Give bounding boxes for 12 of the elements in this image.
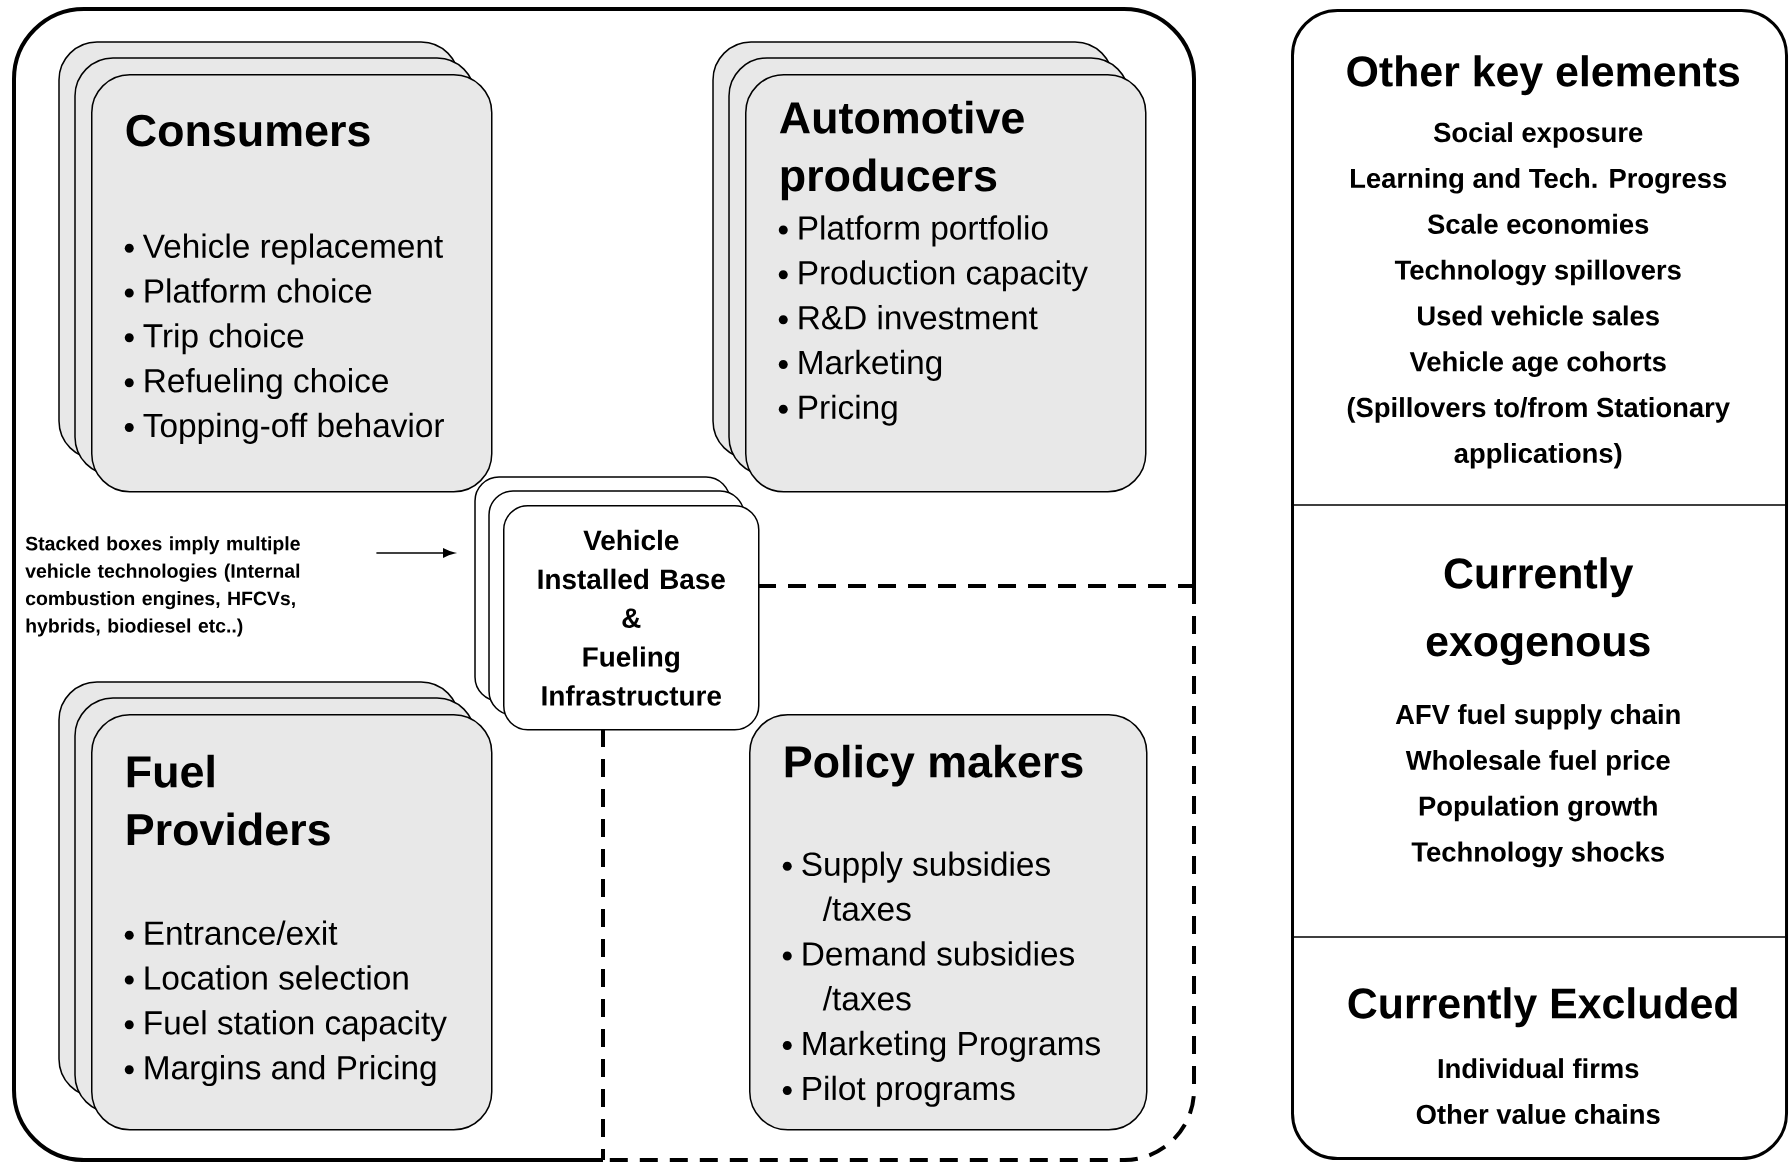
stacked-box: Fuel Providers Entrance/exit Location selection Fuel station capacity Margins and Pricing [58,681,493,1131]
side-panel [1291,9,1789,1161]
stacked-box: Policy makers Supply subsidies /taxes Demand subsidies /taxes Marketing Programs Pilot programs [749,714,1148,1131]
text-section: Currently exogenous AFV fuel supply chain Wholesale fuel price Population growth Technology shocks [1395,557,1680,868]
stacked-box: Consumers Vehicle replacement Platform choice Trip choice Refueling choice Topping-off behavior [58,41,493,493]
note-text: Stacked boxes imply multiple vehicle technologies (Internal combustion engines, HFCVs, hybrids, biodiesel etc..) [25,536,300,637]
stacked-box: Automotive producers Platform portfolio Production capacity R&D investment Marketing Pricing [712,41,1147,493]
panel-frame [12,7,1196,1162]
text-section: Other key elements Social exposure Learning and Tech. Progress Scale economies Technology spillovers Used vehicle sales Vehicle age cohorts (Spillovers to/from Stationary applications) [1347,55,1740,469]
text-section: Currently Excluded Individual firms Other value chains [1348,987,1737,1125]
arrow [375,548,455,558]
stacked-box: Vehicle Installed Base & Fueling Infrastructure [474,476,760,731]
